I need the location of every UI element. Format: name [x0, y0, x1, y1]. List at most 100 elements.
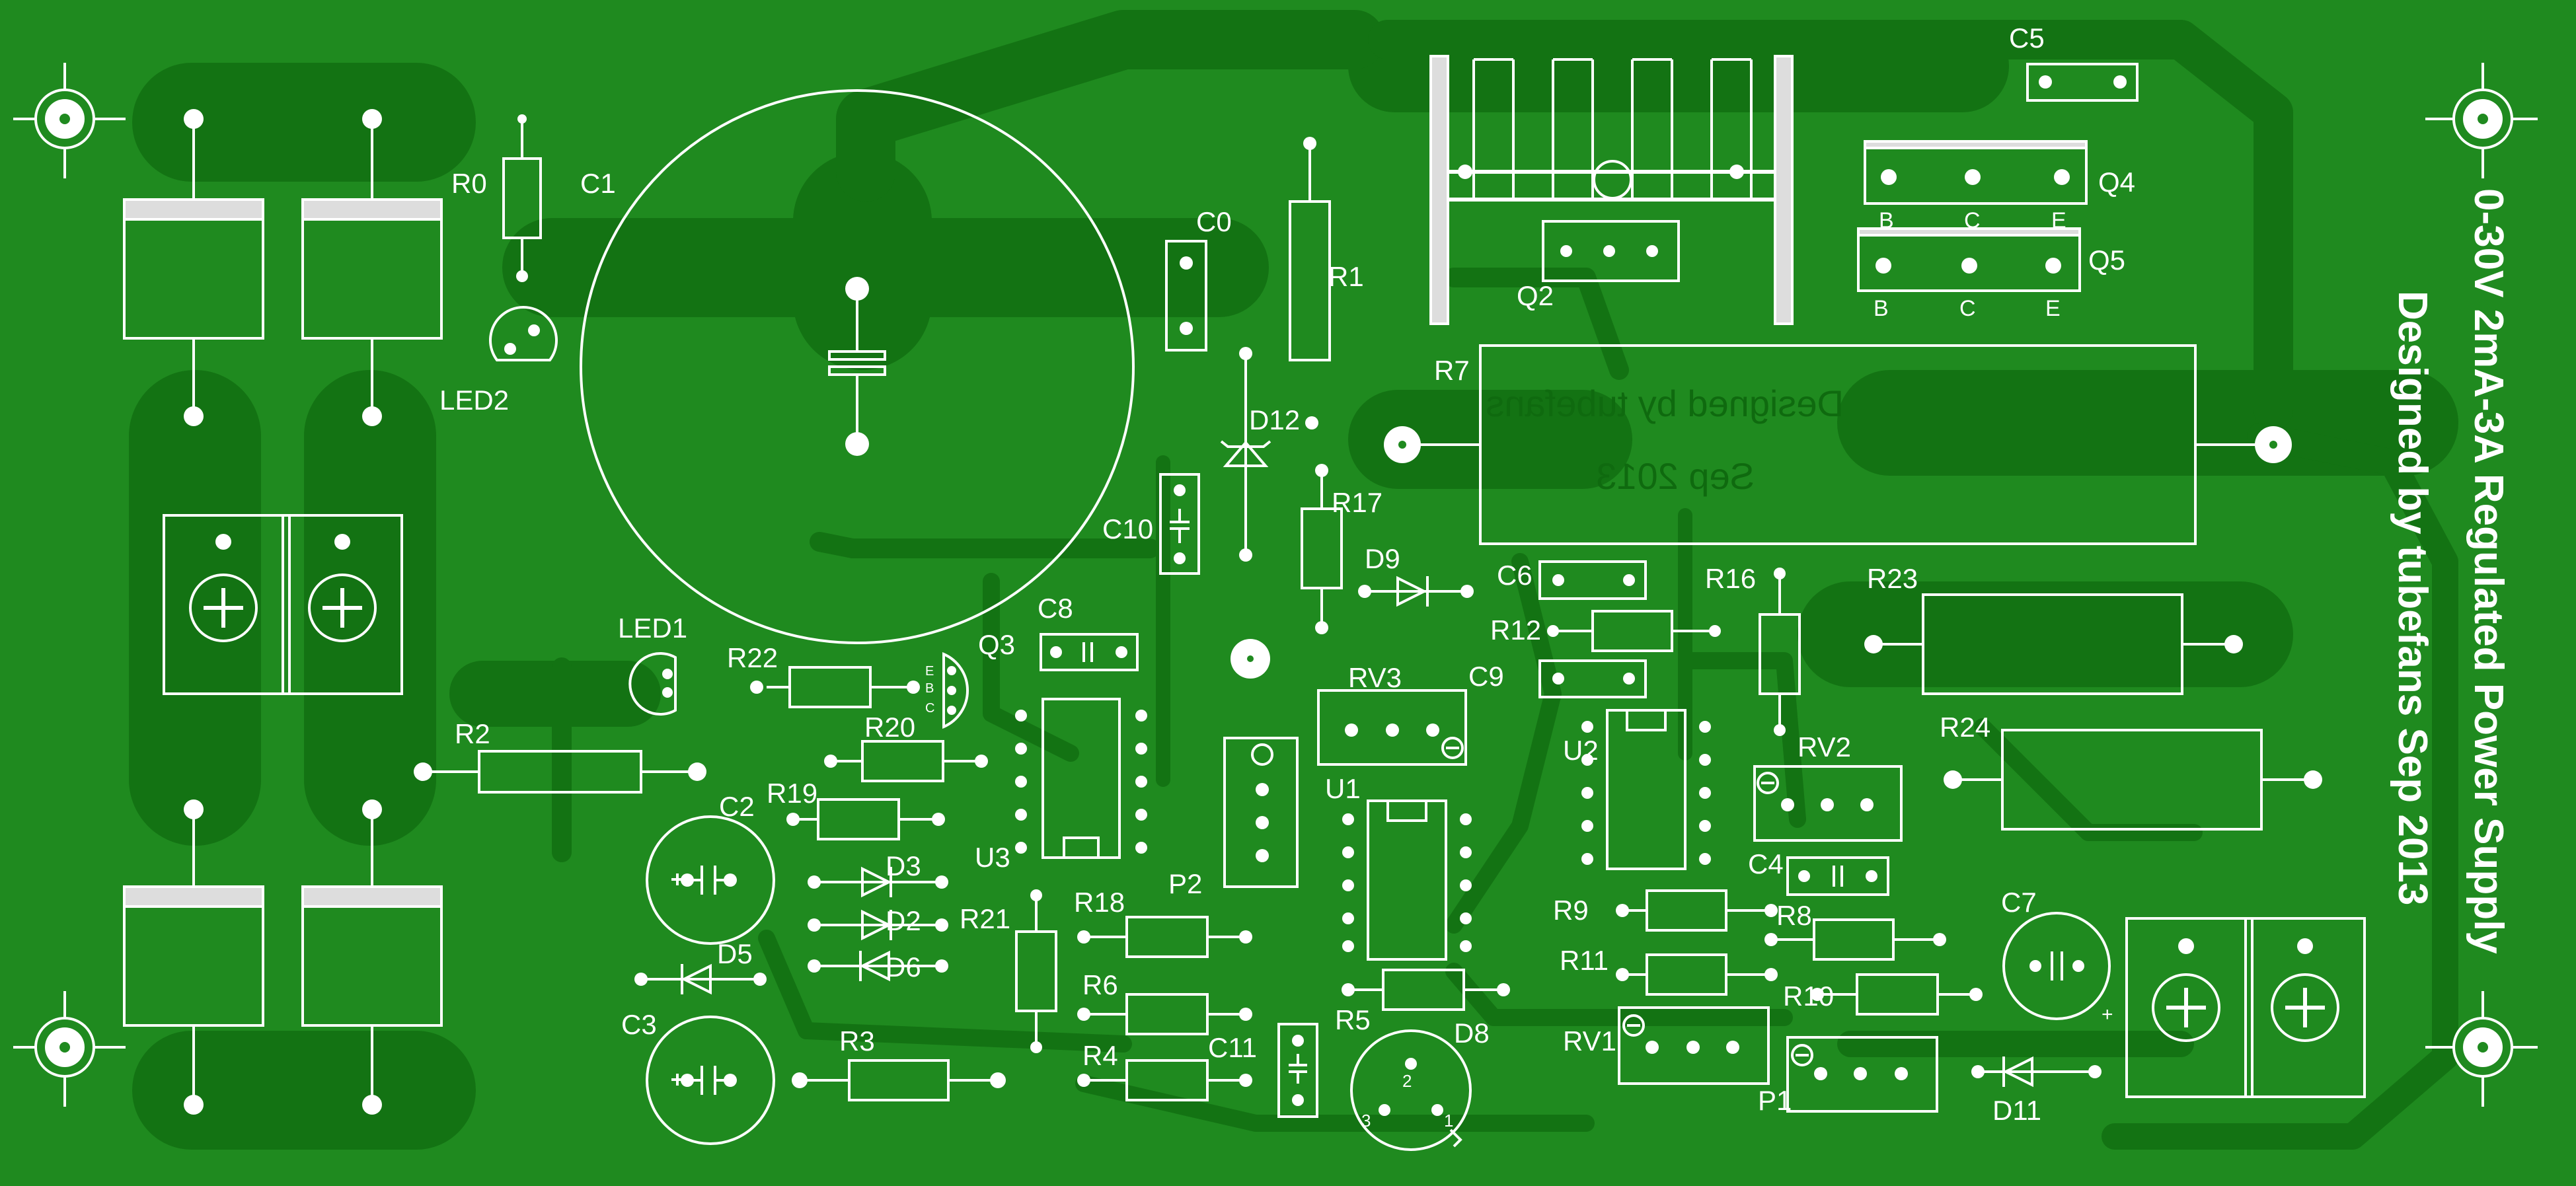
capacitor-c11 — [1277, 1023, 1318, 1118]
label-r10: R10 — [1783, 981, 1834, 1012]
label-d11: D11 — [1992, 1095, 2041, 1126]
capacitor-c4 — [1786, 856, 1889, 896]
diode-d3 — [814, 866, 942, 898]
label-c3: C3 — [621, 1009, 657, 1040]
resistor-r2 — [423, 750, 697, 794]
label-c9: C9 — [1468, 661, 1504, 692]
capacitor-c9 — [1538, 659, 1647, 698]
label-c2: C2 — [719, 791, 755, 822]
label-r20: R20 — [864, 712, 915, 743]
ac-input-terminal — [163, 514, 403, 695]
label-d12: D12 — [1249, 404, 1300, 435]
label-r0: R0 — [451, 168, 487, 199]
ic-u3 — [1042, 698, 1121, 859]
label-r21: R21 — [960, 903, 1010, 934]
q3-pin-labels: E B C — [925, 664, 934, 716]
label-r19: R19 — [767, 778, 817, 809]
label-r4: R4 — [1082, 1040, 1118, 1071]
label-r18: R18 — [1074, 887, 1125, 918]
label-r9: R9 — [1553, 895, 1589, 926]
ic-u2 — [1606, 709, 1686, 870]
label-c7: C7 — [2001, 887, 2037, 918]
label-r24: R24 — [1940, 712, 1990, 743]
resistor-r21 — [1015, 895, 1057, 1047]
c7-plus-mark: + — [2102, 1004, 2113, 1025]
label-c4: C4 — [1748, 848, 1784, 879]
label-r2: R2 — [455, 718, 490, 749]
label-d2: D2 — [886, 905, 921, 936]
board-title: 0-30V 2mA-3A Regulated Power Supply Desi… — [2390, 188, 2511, 954]
label-p1: P1 — [1758, 1085, 1792, 1116]
label-rv3: RV3 — [1348, 662, 1402, 693]
resistor-r0 — [502, 122, 542, 274]
mounting-holes — [13, 63, 2538, 1107]
label-u2: U2 — [1563, 735, 1599, 766]
rectifier-diode-bottom-right — [301, 809, 443, 1105]
capacitor-c1 — [580, 89, 1135, 644]
title-line2: Designed by tubefans Sep 2013 — [2390, 291, 2435, 905]
label-c11: C11 — [1208, 1032, 1257, 1063]
q5-pin-b: B — [1874, 296, 1889, 321]
capacitor-c10 — [1159, 473, 1200, 575]
q3-pin-c: C — [925, 701, 934, 716]
label-r22: R22 — [727, 642, 778, 673]
resistor-r3 — [800, 1059, 998, 1101]
label-c10: C10 — [1102, 513, 1153, 544]
diode-d6 — [814, 950, 942, 982]
potentiometer-rv1 — [1618, 1006, 1770, 1085]
q5-pin-c: C — [1959, 296, 1976, 321]
d8-pin-1: 1 — [1444, 1111, 1453, 1130]
transistor-q2-heatsink — [1429, 55, 1794, 325]
label-q4: Q4 — [2098, 167, 2135, 198]
label-c5: C5 — [2009, 22, 2045, 54]
d8-pin-2: 2 — [1402, 1071, 1412, 1091]
label-rv1: RV1 — [1563, 1025, 1616, 1056]
label-led1: LED1 — [618, 612, 687, 644]
mounting-hole-top-left — [13, 63, 126, 178]
label-r7: R7 — [1434, 355, 1470, 386]
rectifier-diode-top-left — [123, 119, 264, 416]
label-led2: LED2 — [439, 385, 509, 416]
pad-holes — [1247, 441, 2277, 662]
d8-pin-3: 3 — [1361, 1111, 1371, 1130]
label-rv2: RV2 — [1798, 731, 1851, 762]
diode-d11 — [1978, 1056, 2095, 1088]
silkscreen — [123, 55, 2366, 1151]
label-q5: Q5 — [2088, 244, 2125, 276]
mounting-hole-bottom-left — [13, 991, 126, 1107]
q5-pin-e: E — [2045, 296, 2061, 321]
output-terminal — [2125, 917, 2366, 1098]
reference-labels: R0 C1 LED2 C0 R1 D12 C10 R17 C5 Q4 Q5 Q2… — [439, 22, 2135, 1126]
resistor-r1 — [1289, 142, 1331, 361]
mounting-hole-top-right — [2425, 63, 2538, 178]
resistor-r16 — [1759, 575, 1801, 730]
label-d5: D5 — [717, 938, 753, 969]
transistor-q3 — [942, 651, 969, 729]
label-d9: D9 — [1365, 543, 1400, 574]
potentiometer-rv3 — [1317, 689, 1467, 766]
resistor-r22 — [767, 666, 912, 708]
pin-labels: B C E B C E + — [1874, 208, 2113, 1025]
d8-pin-labels: 2 3 1 — [1361, 1071, 1453, 1130]
resistor-r12 — [1553, 610, 1715, 652]
diode-d12 — [1220, 353, 1271, 555]
rectifier-diode-top-right — [301, 119, 443, 416]
label-r11: R11 — [1560, 945, 1609, 976]
capacitor-c5 — [2026, 63, 2139, 102]
label-d6: D6 — [886, 951, 921, 982]
label-q3: Q3 — [978, 629, 1015, 660]
q3-pin-e: E — [925, 664, 934, 679]
connector-p2 — [1223, 737, 1299, 888]
q4-pin-c: C — [1964, 208, 1981, 233]
q3-pin-b: B — [925, 681, 934, 696]
label-c6: C6 — [1497, 560, 1533, 591]
led-led1 — [628, 652, 677, 716]
ic-u1 — [1367, 799, 1447, 961]
diode-d5 — [641, 963, 760, 995]
label-p2: P2 — [1168, 868, 1202, 899]
label-r16: R16 — [1705, 563, 1756, 594]
capacitor-c7 — [2002, 912, 2111, 1020]
label-c1: C1 — [580, 168, 616, 199]
